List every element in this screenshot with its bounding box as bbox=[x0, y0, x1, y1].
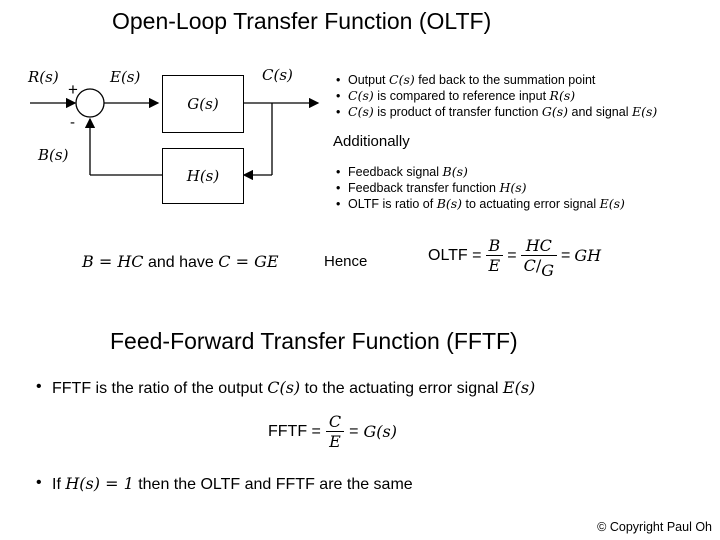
symbol: R(s) bbox=[549, 88, 576, 103]
list-item: If H(s) = 1 then the OLTF and FFTF are t… bbox=[36, 474, 413, 494]
list-item: C(s) is compared to reference input R(s) bbox=[334, 88, 657, 104]
forward-block-g: G(s) bbox=[162, 75, 244, 133]
fftf-result: G(s) bbox=[363, 422, 397, 441]
symbol: E(s) bbox=[599, 196, 625, 211]
hence-label: Hence bbox=[324, 253, 368, 270]
symbol: H(s) bbox=[499, 180, 527, 195]
equation-rhs: C = GE bbox=[218, 252, 279, 271]
oltf-bullets-top: Output C(s) fed back to the summation po… bbox=[334, 72, 657, 120]
text: FFTF is the ratio of the output bbox=[52, 380, 268, 397]
symbol: E(s) bbox=[502, 378, 536, 397]
list-item: Feedback transfer function H(s) bbox=[334, 180, 625, 196]
error-label: E(s) bbox=[110, 68, 141, 86]
feedback-block-h: H(s) bbox=[162, 148, 244, 204]
denominator: C/G bbox=[523, 256, 555, 280]
additionally-label: Additionally bbox=[333, 133, 410, 150]
symbol: E(s) bbox=[631, 104, 658, 119]
equals-sign: = bbox=[349, 422, 359, 440]
input-label: R(s) bbox=[28, 68, 59, 86]
block-diagram: G(s) H(s) R(s) + - B(s) E(s) C(s) bbox=[0, 0, 330, 230]
list-item: FFTF is the ratio of the output C(s) to … bbox=[36, 378, 535, 398]
fftf-title: Feed-Forward Transfer Function (FFTF) bbox=[110, 328, 518, 354]
feedback-block-label: H(s) bbox=[186, 167, 220, 185]
fraction-hc-over-c-g: HC C/G bbox=[520, 236, 558, 280]
symbol: B(s) bbox=[442, 164, 468, 179]
equals-sign: = bbox=[561, 246, 571, 264]
fraction-c-over-e: C E bbox=[325, 412, 345, 451]
denominator: E bbox=[329, 432, 341, 451]
equals-sign: = bbox=[507, 246, 517, 264]
fraction-b-over-e: B E bbox=[485, 236, 504, 275]
text: If bbox=[52, 476, 66, 493]
equation-lhs: B = HC bbox=[82, 252, 144, 271]
minus-sign: - bbox=[70, 114, 75, 131]
list-item: Output C(s) fed back to the summation po… bbox=[334, 72, 657, 88]
text: fed back to the summation point bbox=[414, 73, 596, 87]
list-item: C(s) is product of transfer function G(s… bbox=[334, 104, 657, 120]
symbol: C(s) bbox=[389, 72, 415, 87]
oltf-equation: OLTF = B E = HC C/G = GH bbox=[428, 236, 602, 280]
sub-numerator: C bbox=[523, 256, 536, 275]
copyright-footer: © Copyright Paul Oh bbox=[597, 520, 712, 534]
numerator: HC bbox=[520, 236, 558, 256]
list-item: Feedback signal B(s) bbox=[334, 164, 625, 180]
fftf-eq-label: FFTF = bbox=[268, 422, 321, 440]
diagram-wires bbox=[30, 88, 320, 181]
text: then the OLTF and FFTF are the same bbox=[133, 476, 413, 493]
denominator: E bbox=[488, 256, 501, 275]
fftf-equation: FFTF = C E = G(s) bbox=[268, 412, 397, 451]
text: and signal bbox=[568, 105, 632, 119]
oltf-result: GH bbox=[574, 246, 602, 265]
feedback-signal-label: B(s) bbox=[38, 146, 69, 164]
symbol: C(s) bbox=[348, 104, 374, 119]
text: is product of transfer function bbox=[373, 105, 542, 119]
text: to the actuating error signal bbox=[300, 380, 503, 397]
text: to actuating error signal bbox=[462, 197, 600, 211]
equation-b-c: B = HC and have C = GE bbox=[82, 252, 279, 272]
sub-denominator: G bbox=[541, 261, 555, 280]
equation-text: and have bbox=[143, 254, 219, 271]
oltf-title: Open-Loop Transfer Function (OLTF) bbox=[112, 8, 492, 34]
list-item: OLTF is ratio of B(s) to actuating error… bbox=[334, 196, 625, 212]
text: OLTF is ratio of bbox=[348, 197, 437, 211]
fftf-bullet-1: FFTF is the ratio of the output C(s) to … bbox=[36, 378, 535, 398]
forward-block-label: G(s) bbox=[187, 95, 219, 113]
symbol: C(s) bbox=[267, 378, 301, 397]
text: Feedback transfer function bbox=[348, 181, 500, 195]
symbol: H(s) = 1 bbox=[65, 474, 134, 493]
numerator: C bbox=[325, 412, 345, 432]
oltf-bullets-bottom: Feedback signal B(s) Feedback transfer f… bbox=[334, 164, 625, 212]
numerator: B bbox=[485, 236, 504, 256]
text: Output bbox=[348, 73, 389, 87]
symbol: C(s) bbox=[348, 88, 374, 103]
plus-sign: + bbox=[68, 80, 78, 99]
oltf-eq-label: OLTF = bbox=[428, 246, 482, 264]
fftf-bullet-2: If H(s) = 1 then the OLTF and FFTF are t… bbox=[36, 474, 413, 494]
symbol: B(s) bbox=[436, 196, 463, 211]
symbol: G(s) bbox=[541, 104, 569, 119]
text: Feedback signal bbox=[348, 165, 443, 179]
output-label: C(s) bbox=[262, 66, 293, 84]
text: is compared to reference input bbox=[373, 89, 550, 103]
